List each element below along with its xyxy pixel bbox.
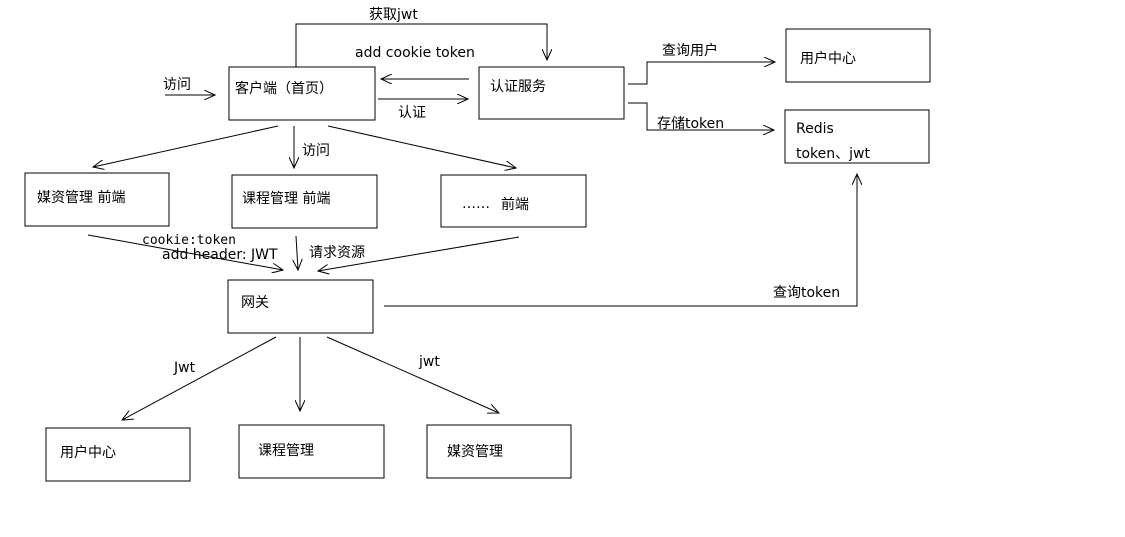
user-center-top-label: 用户中心 bbox=[800, 50, 856, 67]
gateway-node: 网关 bbox=[227, 279, 374, 334]
add-cookie-token-label: add cookie token bbox=[355, 45, 475, 61]
media-frontend-node: 媒资管理 前端 bbox=[24, 172, 170, 227]
media-mgmt-label: 媒资管理 bbox=[447, 444, 503, 460]
get-jwt-arrow bbox=[295, 23, 547, 67]
course-mgmt-node: 课程管理 bbox=[238, 424, 385, 479]
auth-service-node: 认证服务 bbox=[478, 66, 625, 120]
course-frontend-label: 课程管理 前端 bbox=[242, 190, 330, 207]
media-frontend-to-gateway-arrow bbox=[87, 234, 283, 270]
other-frontend-to-gateway-arrow bbox=[318, 236, 520, 271]
client-label: 客户端（首页） bbox=[235, 80, 333, 97]
cookie-token-label: cookie:token bbox=[142, 233, 236, 248]
query-token-label: 查询token bbox=[773, 285, 840, 301]
query-user-label: 查询用户 bbox=[662, 42, 718, 59]
get-jwt-label: 获取jwt bbox=[369, 7, 418, 23]
redis-label-line2: token、jwt bbox=[796, 146, 870, 162]
store-token-arrow bbox=[628, 102, 774, 130]
query-token-arrow bbox=[384, 174, 857, 307]
redis-node: Redis token、jwt bbox=[784, 109, 930, 164]
other-frontend-node: …… 前端 bbox=[440, 174, 587, 228]
visit-frontend-label: 访问 bbox=[302, 143, 330, 159]
gateway-to-user-center-arrow bbox=[122, 336, 277, 420]
course-mgmt-label: 课程管理 bbox=[258, 443, 314, 459]
jwt-left-label: Jwt bbox=[173, 360, 196, 376]
client-node: 客户端（首页） bbox=[228, 66, 376, 121]
store-token-label: 存储token bbox=[657, 116, 724, 132]
query-user-arrow bbox=[628, 62, 775, 85]
course-frontend-node: 课程管理 前端 bbox=[231, 174, 378, 229]
redis-label-line1: Redis bbox=[796, 121, 834, 137]
course-frontend-to-gateway-arrow bbox=[296, 235, 298, 270]
user-center-bottom-label: 用户中心 bbox=[60, 444, 116, 461]
media-mgmt-node: 媒资管理 bbox=[426, 424, 572, 479]
gateway-to-media-mgmt-arrow bbox=[326, 336, 499, 413]
add-header-jwt-label: add header: JWT bbox=[162, 247, 278, 263]
other-frontend-dots: …… bbox=[462, 196, 490, 212]
user-center-top-node: 用户中心 bbox=[785, 28, 931, 83]
jwt-right-label: jwt bbox=[418, 354, 440, 370]
media-frontend-label: 媒资管理 前端 bbox=[37, 189, 125, 206]
authenticate-label: 认证 bbox=[398, 105, 426, 121]
request-resource-label: 请求资源 bbox=[309, 245, 365, 261]
client-to-media-frontend-arrow bbox=[93, 125, 279, 167]
gateway-label: 网关 bbox=[241, 295, 269, 311]
other-frontend-label: 前端 bbox=[501, 196, 529, 213]
auth-service-label: 认证服务 bbox=[490, 79, 546, 95]
visit-client-label: 访问 bbox=[163, 77, 191, 93]
user-center-bottom-node: 用户中心 bbox=[45, 427, 191, 482]
client-to-other-frontend-arrow bbox=[327, 125, 516, 168]
